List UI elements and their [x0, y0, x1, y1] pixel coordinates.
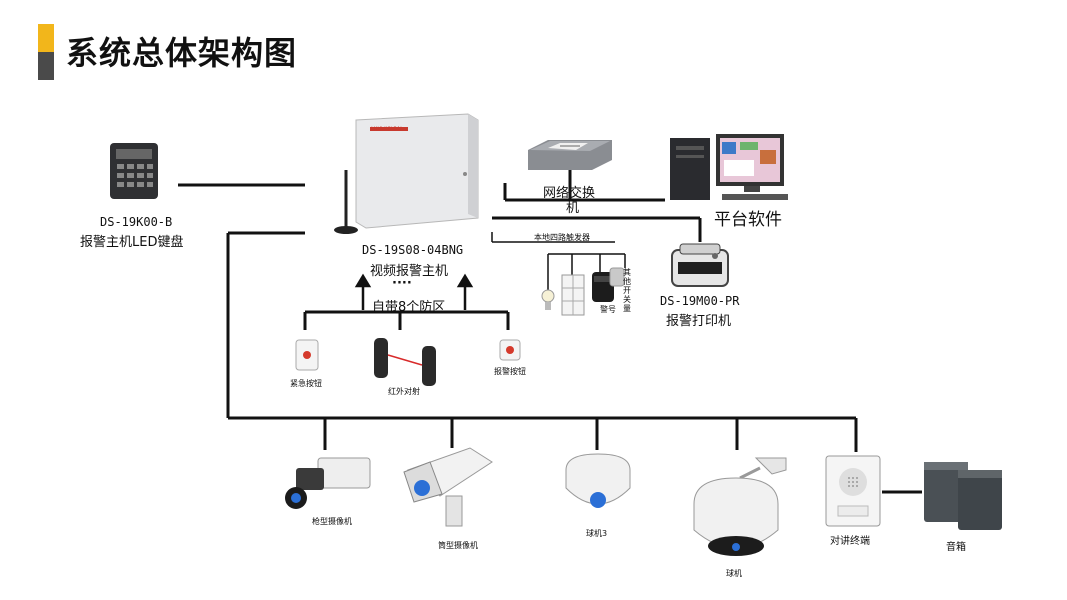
host-dots: ···· — [392, 276, 412, 291]
bullet-camera-label: 筒型摄像机 — [438, 541, 478, 550]
other-switch-label: 其他开关量 — [623, 268, 631, 313]
host-name-label: 视频报警主机 — [370, 264, 449, 279]
title-accent-dark — [38, 52, 54, 80]
relay-lines — [491, 232, 626, 290]
beam-sensor-icon — [374, 338, 436, 386]
printer-name-label: 报警打印机 — [666, 314, 732, 329]
host-brand-label: HIKVISION — [371, 126, 402, 133]
connection-lines — [178, 170, 922, 494]
relay-devices — [541, 267, 625, 316]
panic-sensor-label: 紧急按钮 — [290, 379, 322, 388]
intercom-icon — [825, 455, 881, 527]
box-camera-label: 枪型摄像机 — [312, 517, 352, 526]
platform-label: 平台软件 — [714, 210, 782, 230]
switch-icon — [528, 140, 612, 170]
printer-model-label: DS-19M00-PR — [660, 294, 740, 308]
host-model-label: DS-19S08-04BNG — [362, 243, 464, 257]
siren-label: 警号 — [600, 305, 616, 314]
alarm-host-icon — [334, 113, 479, 234]
relay-title-label: 本地四路触发器 — [534, 233, 590, 242]
zone-arrows — [354, 273, 474, 310]
switch-label-line2: 机 — [566, 201, 580, 216]
keypad-icon — [110, 143, 158, 199]
page-title: 系统总体架构图 — [66, 34, 298, 72]
speaker-label: 音箱 — [946, 542, 966, 553]
panic-sensor-icon — [295, 339, 319, 371]
pc-icon — [670, 134, 788, 200]
ptz-camera-icon — [693, 457, 787, 556]
ptz-camera-label: 球机 — [726, 569, 742, 578]
alarm-button-label: 报警按钮 — [494, 367, 526, 376]
bullet-camera-icon — [403, 447, 493, 527]
title-accent-yellow — [38, 24, 54, 52]
zones-label: 自带8个防区 — [372, 300, 446, 315]
box-camera-icon — [285, 457, 371, 509]
title-accent-bar — [38, 24, 54, 80]
switch-label-line1: 网络交换 — [543, 186, 596, 201]
keypad-name-label: 报警主机LED键盘 — [80, 235, 184, 250]
dome3-camera-icon — [565, 453, 631, 508]
printer-icon — [671, 243, 729, 287]
keypad-model-label: DS-19K00-B — [100, 215, 173, 229]
beam-sensor-label: 红外对射 — [388, 387, 420, 396]
intercom-label: 对讲终端 — [830, 536, 870, 547]
dome3-camera-label: 球机3 — [586, 529, 608, 538]
alarm-button-icon — [499, 339, 521, 361]
speaker-icon — [924, 462, 1002, 530]
